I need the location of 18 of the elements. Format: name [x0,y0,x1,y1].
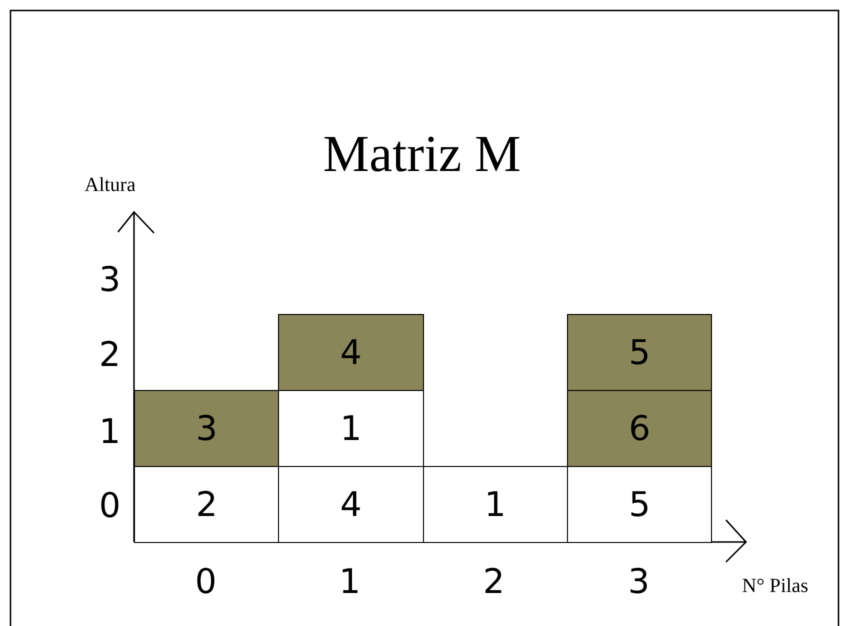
axis-tick-label: 2 [483,565,505,599]
chart-title: Matriz M [323,129,521,181]
filled-matrix-cell: 6 [566,390,712,467]
axis-tick-label: 1 [99,415,121,449]
filled-matrix-cell: 3 [134,390,280,467]
filled-matrix-cell: 5 [566,314,712,391]
axis-tick-label: 0 [195,565,217,599]
axis-tick-label: 0 [99,489,121,523]
matrix-cell: 1 [422,466,568,543]
matrix-cell: 2 [134,466,280,543]
axis-tick-label: 1 [339,565,361,599]
axis-title: N° Pilas [742,576,808,596]
matrix-cell: 5 [566,466,712,543]
axis-title: Altura [84,175,136,195]
axis-tick-label: 3 [99,263,121,297]
axis-tick-label: 2 [99,338,121,372]
filled-matrix-cell: 4 [278,314,424,391]
axis-tick-label: 3 [628,565,650,599]
